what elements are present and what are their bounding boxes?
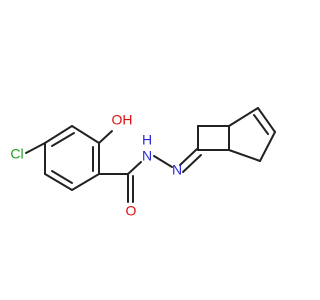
chlorine-atom-label: Cl (10, 146, 23, 162)
carbonyl-n-bond (127, 161, 142, 175)
ring-bond (44, 173, 73, 191)
ring-bond (71, 173, 100, 191)
aromatic-inner-bond (51, 132, 75, 147)
structure-canvas: Cl OH H N N O (10, 107, 276, 219)
imine-nitrogen-label: N (172, 162, 182, 178)
cyclopentene-double-bond (253, 114, 269, 135)
hydroxyl-atom-label: OH (112, 112, 133, 128)
amide-nitrogen-label: N (142, 148, 152, 164)
ring-bond (44, 125, 73, 144)
molecule-diagram: Cl OH H N N O (10, 107, 276, 219)
amide-hydrogen-label: H (142, 132, 152, 148)
cyclopentene-double-bond (257, 107, 276, 133)
imine-double-bond (182, 154, 202, 173)
bond-layer (25, 107, 276, 203)
cyclopentene-bond (228, 149, 261, 162)
cyclopentene-bond (228, 107, 259, 127)
n-n-bond (153, 155, 173, 168)
carbonyl-oxygen-label: O (126, 203, 137, 219)
aromatic-inner-bond (51, 170, 73, 184)
imine-double-bond (179, 148, 198, 166)
c-cl-bond (25, 142, 46, 154)
cyclopentene-bond (259, 131, 276, 162)
c-oh-bond (98, 130, 113, 144)
ring-bond (71, 125, 100, 144)
